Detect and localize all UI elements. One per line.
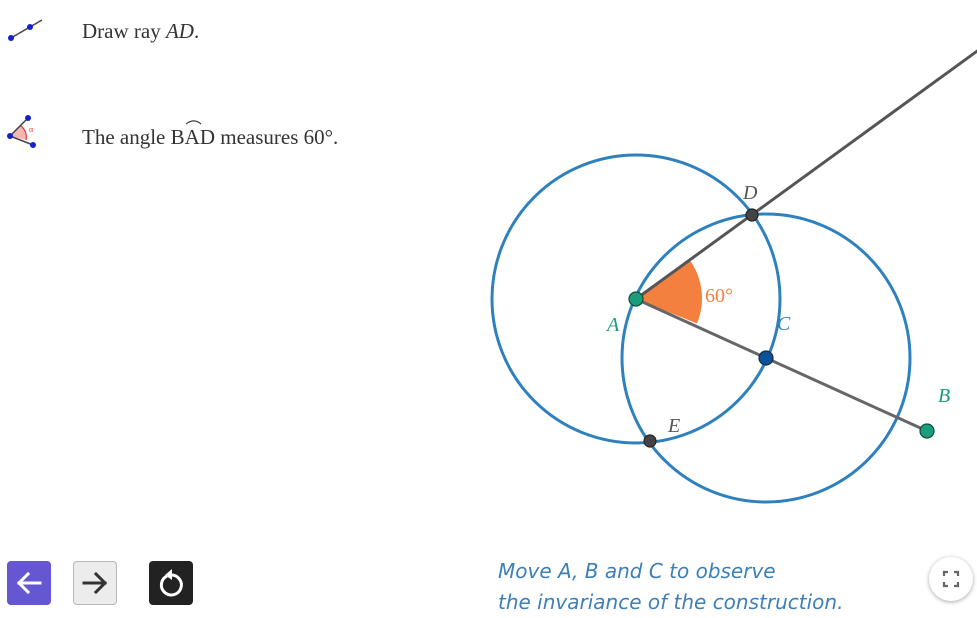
point-c[interactable]	[758, 350, 774, 366]
point-d[interactable]	[745, 208, 759, 222]
circle-center-c[interactable]	[620, 212, 912, 504]
ray-tool-icon	[8, 19, 43, 41]
point-a[interactable]	[628, 291, 644, 307]
label-e: E	[667, 415, 680, 437]
forward-button[interactable]	[73, 561, 117, 605]
reset-icon	[159, 569, 183, 597]
label-b: B	[938, 385, 950, 407]
arrow-right-icon	[82, 571, 108, 595]
back-button[interactable]	[7, 561, 51, 605]
point-e[interactable]	[643, 434, 657, 448]
label-c: C	[777, 313, 791, 335]
step-2-text: The angle BA⌒D measures 60°.	[82, 121, 339, 149]
circle-center-a[interactable]	[490, 153, 782, 445]
segment-ab[interactable]	[635, 297, 928, 433]
angle-label: 60°	[705, 285, 733, 307]
label-d: D	[742, 182, 758, 204]
angle-tool-icon: α	[7, 115, 36, 148]
caption-line-2: the invariance of the construction.	[498, 590, 844, 614]
reset-button[interactable]	[149, 561, 193, 605]
caption-line-1: Move A, B and C to observe	[498, 559, 776, 583]
point-b[interactable]	[919, 423, 935, 439]
fullscreen-button[interactable]	[929, 557, 973, 601]
svg-text:α: α	[29, 125, 34, 134]
step-1-text: Draw ray AD.	[82, 19, 200, 43]
fullscreen-icon	[942, 570, 960, 588]
instruction-caption: Move A, B and C to observe the invarianc…	[498, 556, 843, 618]
ray-ad[interactable]	[635, 49, 977, 301]
arrow-left-icon	[16, 571, 42, 595]
angle-sector	[636, 259, 702, 324]
label-a: A	[605, 314, 620, 336]
